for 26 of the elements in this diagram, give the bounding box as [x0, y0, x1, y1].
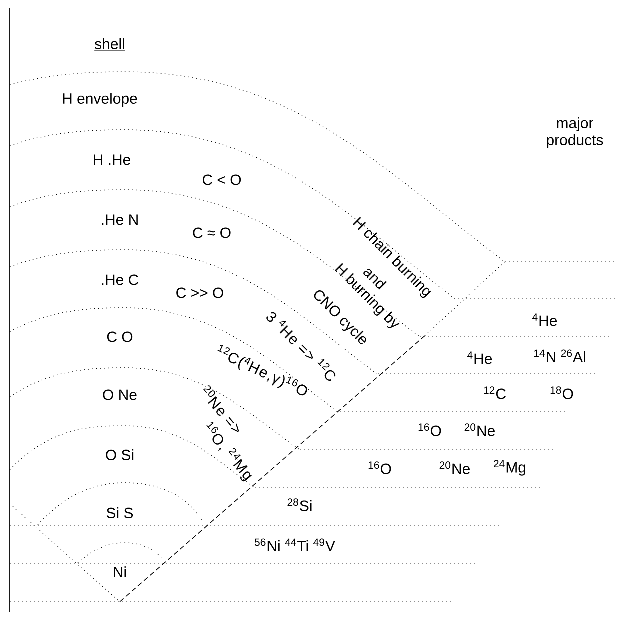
- zone-label: .He C: [102, 274, 139, 286]
- zone-label: Si S: [106, 508, 134, 518]
- product-label: $^{16}$O: [368, 462, 392, 474]
- product-label: $^{24}$Mg: [494, 460, 526, 476]
- ratio-label: C < O: [202, 174, 242, 186]
- product-label: $^{16}$O: [418, 424, 442, 436]
- product-label: $^{4}$He: [467, 352, 492, 364]
- product-label: $^{14}$N $^{26}$Al: [534, 350, 586, 362]
- product-label: $^{20}$Ne: [464, 424, 495, 436]
- zone-label: .He N: [102, 214, 138, 226]
- heading: major products: [547, 118, 604, 148]
- ratio-label: C >> O: [176, 288, 224, 298]
- product-label: $^{56}$Ni $^{44}$Ti $^{49}$V: [254, 538, 336, 552]
- product-label: $^{28}$Si: [288, 498, 312, 512]
- product-label: $^{20}$Ne: [440, 462, 470, 474]
- zone-label: O Si: [106, 450, 134, 460]
- zone-label: Ni: [114, 566, 126, 578]
- zone-label: H envelope: [63, 93, 138, 107]
- zone-label: O Ne: [103, 390, 137, 400]
- zone-label: C O: [107, 332, 133, 342]
- product-label: $^{18}$O: [550, 386, 574, 400]
- ratio-label: C ≈ O: [193, 228, 231, 238]
- product-label: $^{4}$He: [532, 314, 558, 326]
- product-label: $^{12}$C: [484, 386, 506, 400]
- heading: shell: [94, 38, 126, 52]
- zone-label: H .He: [94, 154, 130, 166]
